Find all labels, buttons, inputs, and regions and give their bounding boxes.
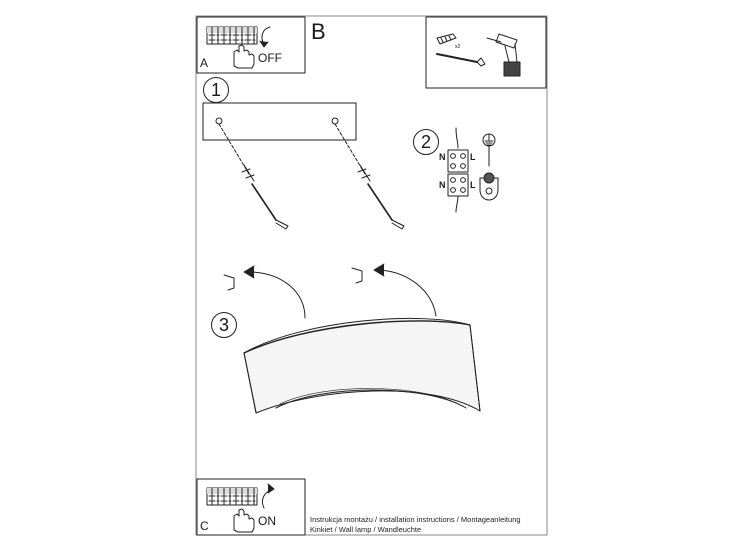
screw-count: x2 <box>455 44 461 50</box>
tools-box <box>425 16 547 89</box>
live-bottom-label: L <box>470 180 476 190</box>
neutral-top-label: N <box>439 152 446 162</box>
screw-icon <box>436 53 486 67</box>
neutral-bottom-label: N <box>439 180 446 190</box>
hand-icon <box>233 508 255 533</box>
hook-icon <box>351 267 363 284</box>
footer-instructions: Instrukcja montażu / installation instru… <box>310 515 521 524</box>
box-c-label: C <box>200 519 209 533</box>
rotate-arrow-icon <box>261 483 275 509</box>
curved-arrow-icon <box>373 263 437 317</box>
mounting-plate <box>202 102 357 141</box>
drill-icon <box>486 33 521 77</box>
step-3-marker: 3 <box>211 312 237 338</box>
rotate-arrow-icon <box>259 26 271 48</box>
curved-arrow-icon <box>243 265 306 319</box>
hand-icon <box>233 44 255 69</box>
step-2-marker: 2 <box>413 129 439 155</box>
hook-icon <box>275 219 289 230</box>
ground-terminal <box>479 172 499 201</box>
section-b-label: B <box>311 19 326 44</box>
box-a <box>196 16 306 74</box>
hook-icon <box>391 219 405 230</box>
footer-product: Kinkiet / Wall lamp / Wandleuchte <box>310 525 422 534</box>
wire-connector <box>447 127 469 213</box>
screw-assembly-right <box>334 123 405 230</box>
live-top-label: L <box>470 152 476 162</box>
terminal-block-icon <box>206 26 258 45</box>
wall-lamp-icon <box>243 317 481 414</box>
hole-right <box>331 117 339 125</box>
off-text: OFF <box>258 51 282 65</box>
ground-icon <box>482 133 496 167</box>
on-text: ON <box>258 514 276 528</box>
wall-plug-icon <box>436 33 457 45</box>
hook-icon <box>223 274 235 291</box>
hole-left <box>215 117 223 125</box>
step-1-marker: 1 <box>203 77 229 103</box>
screw-assembly-left <box>218 123 289 230</box>
box-a-label: A <box>200 56 209 70</box>
terminal-block-icon <box>206 487 258 506</box>
box-c <box>196 478 306 536</box>
page-frame <box>195 15 548 536</box>
